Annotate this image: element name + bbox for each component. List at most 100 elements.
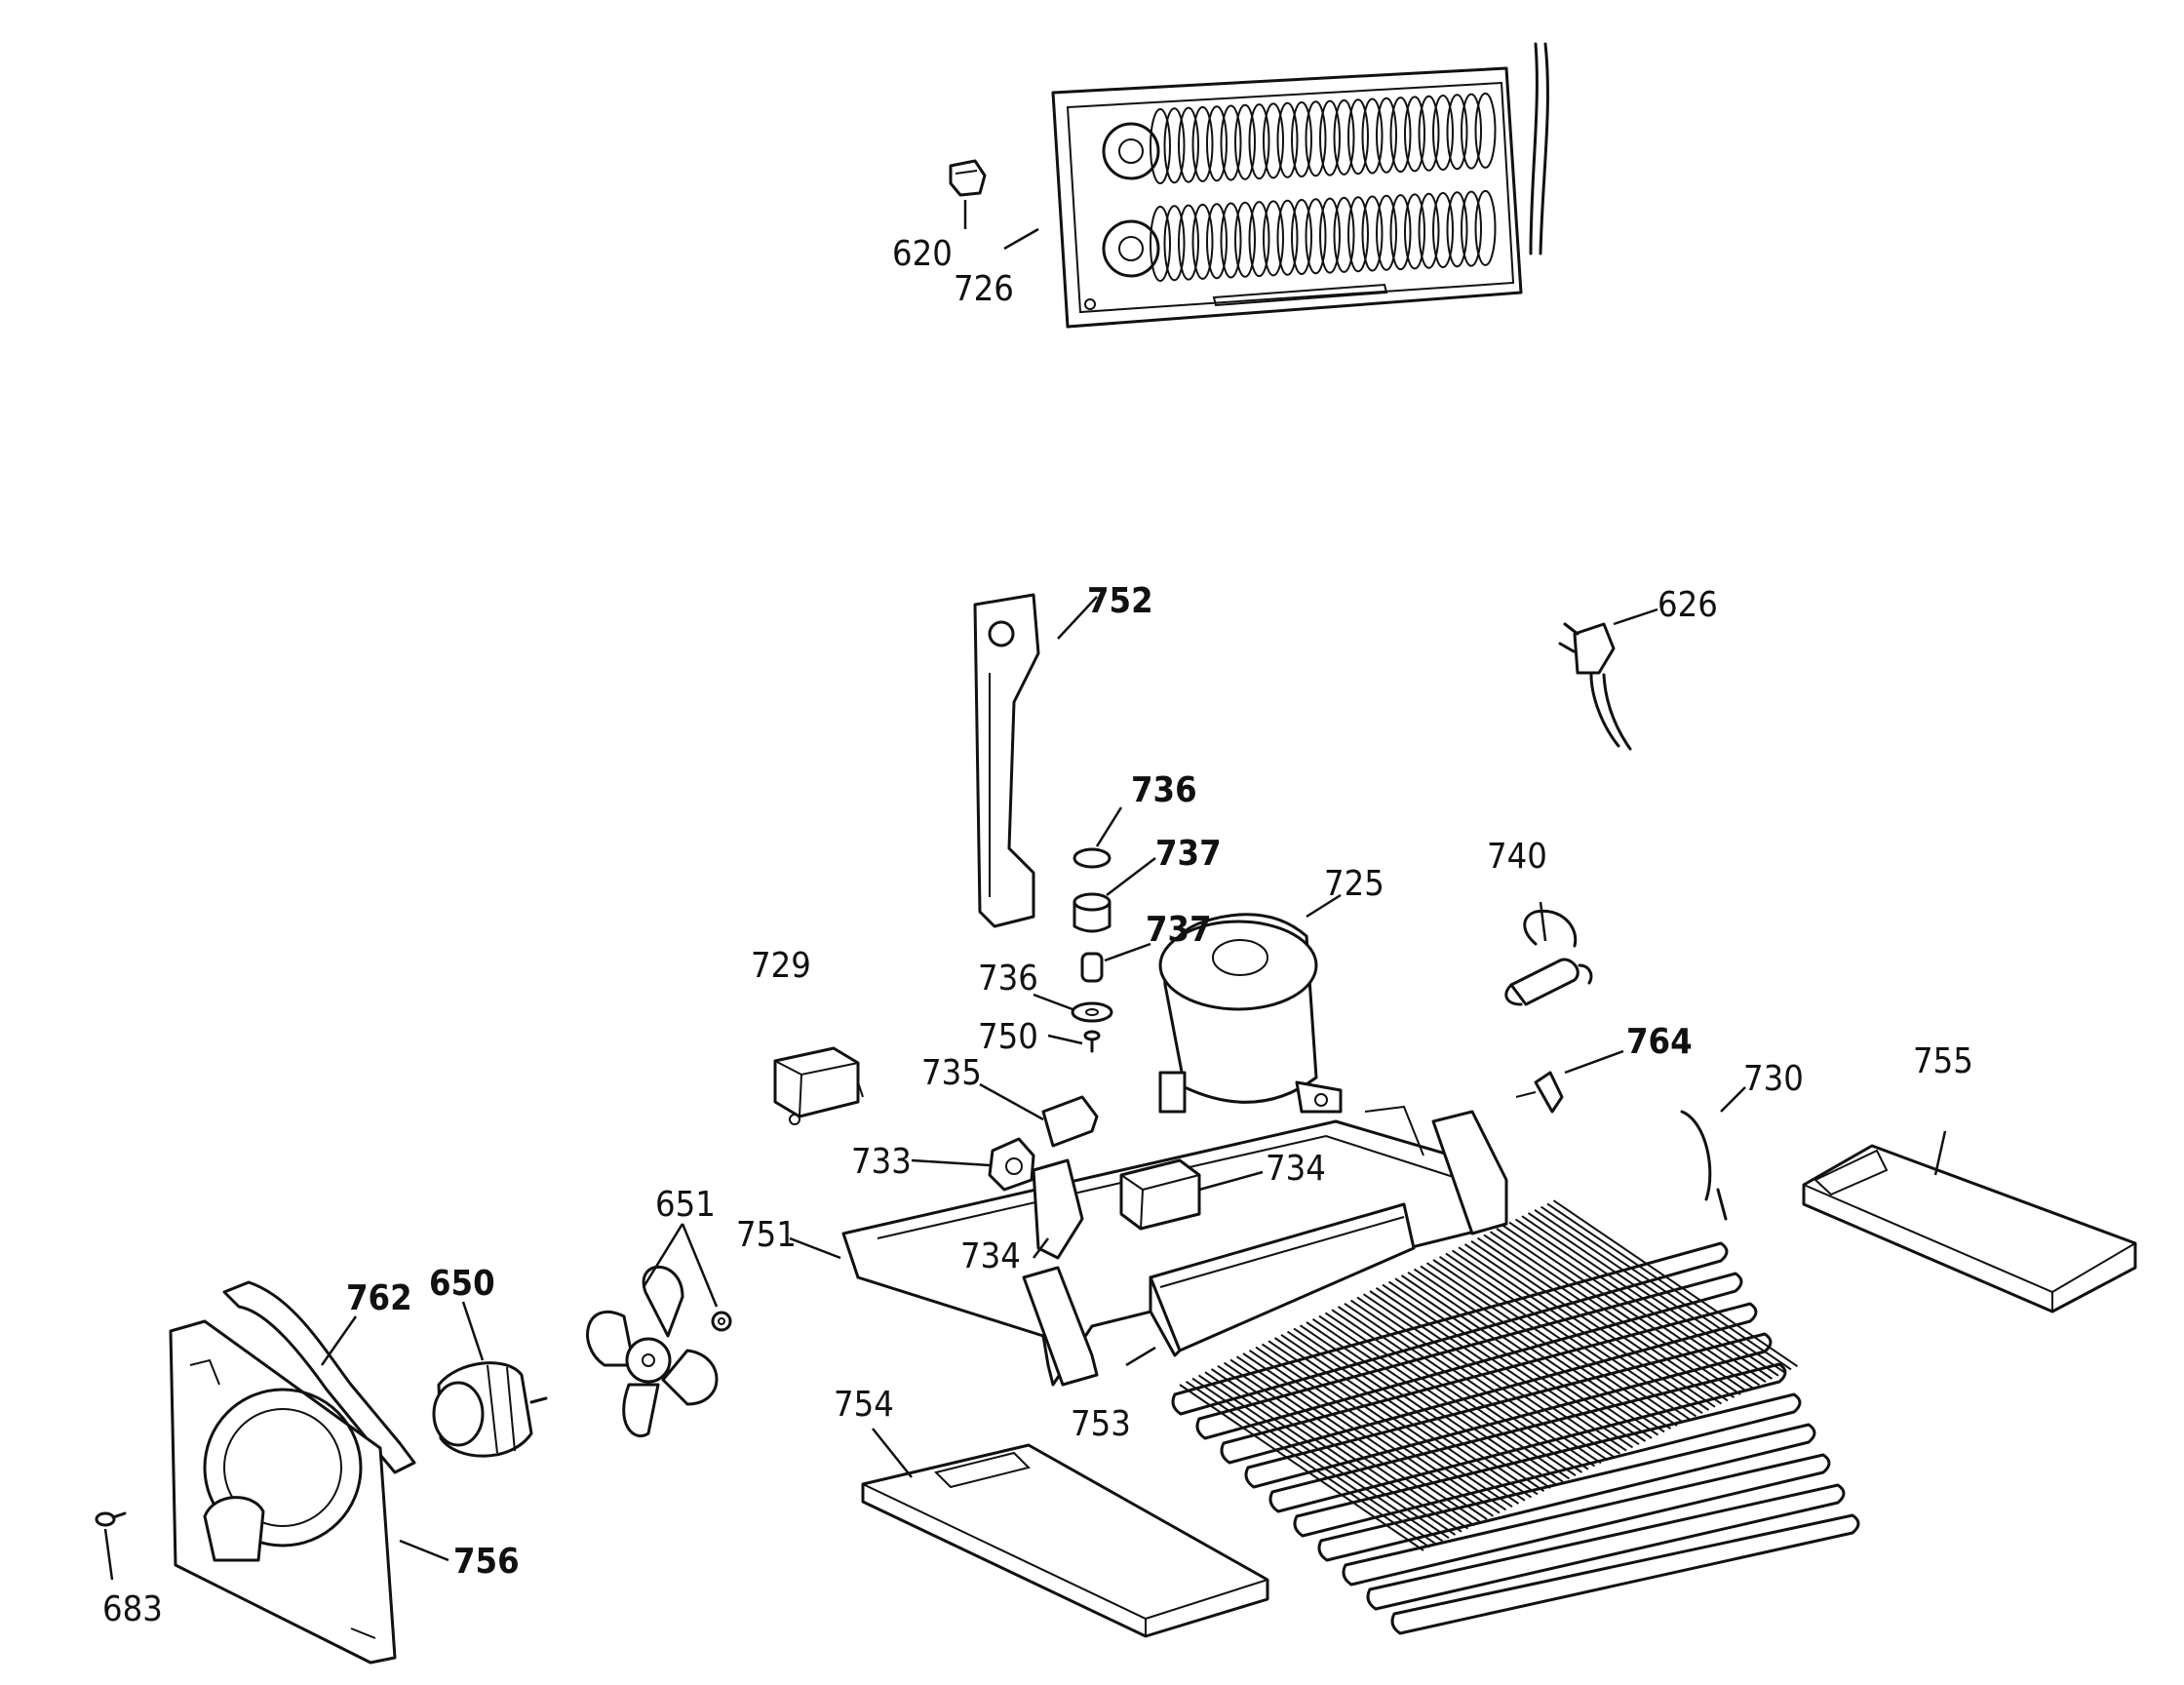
condenser-wire — [1540, 1205, 1786, 1374]
part-737-sleeve-bottom — [1080, 952, 1104, 983]
evaporator-coil-turn — [1446, 191, 1468, 268]
evaporator-coil-turn — [1319, 197, 1341, 274]
condenser-tube-loop — [1293, 1392, 1802, 1538]
evaporator-coil-turn — [1404, 193, 1425, 270]
part-755-panel — [1802, 1144, 2137, 1313]
part-750-screw — [1083, 1030, 1101, 1053]
part-729-relay — [773, 1046, 864, 1125]
evaporator-coil-turn — [1305, 100, 1327, 177]
condenser-wire — [1331, 1309, 1577, 1477]
part-620-clip — [949, 159, 987, 197]
condenser-wire — [1197, 1374, 1444, 1543]
part-764-clip — [1515, 1071, 1564, 1114]
evaporator-coil-turn — [1376, 97, 1397, 174]
condenser-tube-loop — [1366, 1483, 1846, 1611]
part-725-compressor — [1158, 913, 1343, 1114]
label-733: 733 — [851, 1142, 912, 1182]
evaporator-coil-turn — [1263, 102, 1284, 179]
evaporator-coil-turn — [1178, 106, 1199, 183]
part-730-condenser — [1171, 1110, 1860, 1635]
part-754-panel — [861, 1443, 1269, 1638]
evaporator-coil-turn — [1206, 203, 1228, 280]
condenser-tube-loop — [1171, 1241, 1729, 1416]
label-736-top: 736 — [1131, 770, 1197, 810]
label-651: 651 — [655, 1185, 716, 1225]
evaporator-coil-turn — [1206, 105, 1228, 182]
condenser-wire — [1387, 1280, 1634, 1449]
part-650-fan-motor — [432, 1361, 548, 1458]
label-740: 740 — [1487, 837, 1547, 877]
condenser-wire — [1185, 1380, 1431, 1548]
evaporator-coil-turn — [1347, 196, 1369, 273]
condenser-wire — [1534, 1208, 1779, 1377]
label-751: 751 — [736, 1215, 797, 1255]
evaporator-coil-turn — [1389, 194, 1412, 271]
part-737-sleeve-top — [1072, 892, 1112, 933]
evaporator-coil-turn — [1418, 95, 1440, 172]
leader-lines — [103, 200, 1947, 1581]
condenser-wire — [1255, 1346, 1501, 1514]
condenser-wire — [1508, 1221, 1754, 1390]
condenser-tube-loop — [1317, 1423, 1816, 1562]
label-730: 730 — [1743, 1059, 1804, 1099]
condenser-wire — [1458, 1246, 1703, 1415]
evaporator-coil-turn — [1474, 92, 1497, 169]
evaporator-coil-turn — [1446, 94, 1468, 171]
evaporator-coil-turn — [1361, 98, 1384, 175]
label-683: 683 — [102, 1589, 163, 1629]
condenser-wire — [1369, 1290, 1615, 1458]
condenser-tube-loop — [1195, 1272, 1743, 1440]
label-726: 726 — [954, 269, 1014, 309]
part-651-nut — [711, 1311, 732, 1332]
part-683-screw — [95, 1511, 127, 1527]
evaporator-coil-turn — [1263, 200, 1284, 277]
part-762-gasket — [222, 1280, 416, 1474]
label-725: 725 — [1324, 864, 1384, 904]
condenser-wire — [1306, 1321, 1551, 1489]
evaporator-coil-turn — [1234, 201, 1256, 278]
label-762: 762 — [346, 1278, 412, 1318]
condenser-wire — [1261, 1343, 1507, 1511]
label-753: 753 — [1071, 1404, 1131, 1444]
condenser-wire — [1463, 1243, 1710, 1411]
label-734-left: 734 — [960, 1236, 1021, 1276]
label-764: 764 — [1626, 1022, 1693, 1062]
label-737-top: 737 — [1155, 834, 1222, 874]
condenser-wire — [1273, 1337, 1520, 1505]
evaporator-coil-turn — [1333, 98, 1355, 176]
label-736-bottom: 736 — [978, 959, 1038, 999]
label-756: 756 — [453, 1542, 520, 1582]
condenser-wire — [1552, 1199, 1799, 1368]
condenser-wire — [1217, 1364, 1462, 1533]
evaporator-coil-turn — [1291, 199, 1312, 275]
part-734-starter — [1119, 1158, 1201, 1231]
condenser-tube-loop — [1220, 1302, 1758, 1465]
label-754: 754 — [834, 1385, 894, 1425]
condenser-tube-loop — [1342, 1453, 1831, 1587]
evaporator-coil-turn — [1178, 204, 1199, 281]
condenser-wire — [1191, 1377, 1437, 1546]
evaporator-coil-turn — [1418, 192, 1440, 269]
evaporator-coil-turn — [1347, 98, 1369, 176]
condenser-wire — [1400, 1274, 1647, 1442]
evaporator-coil-turn — [1474, 189, 1497, 266]
label-626: 626 — [1658, 585, 1718, 625]
evaporator-coil-turn — [1404, 96, 1425, 173]
part-651-fan-blade — [586, 1265, 719, 1437]
condenser-wire — [1546, 1202, 1792, 1371]
part-735-terminal-cover — [1041, 1095, 1099, 1148]
evaporator-coil-turn — [1291, 101, 1312, 177]
condenser-wire — [1280, 1333, 1526, 1502]
evaporator-coil-turn — [1163, 205, 1186, 282]
label-734-right: 734 — [1266, 1149, 1326, 1189]
evaporator-coil-turn — [1220, 202, 1242, 279]
part-733-overload — [988, 1137, 1035, 1192]
evaporator-coil-turn — [1191, 105, 1214, 182]
evaporator-coil-turn — [1191, 203, 1214, 280]
label-620: 620 — [892, 234, 953, 274]
part-726-evaporator — [1051, 42, 1549, 329]
part-753-channel — [1149, 1202, 1416, 1357]
label-755: 755 — [1913, 1041, 1973, 1081]
condenser-wire — [1470, 1239, 1716, 1408]
